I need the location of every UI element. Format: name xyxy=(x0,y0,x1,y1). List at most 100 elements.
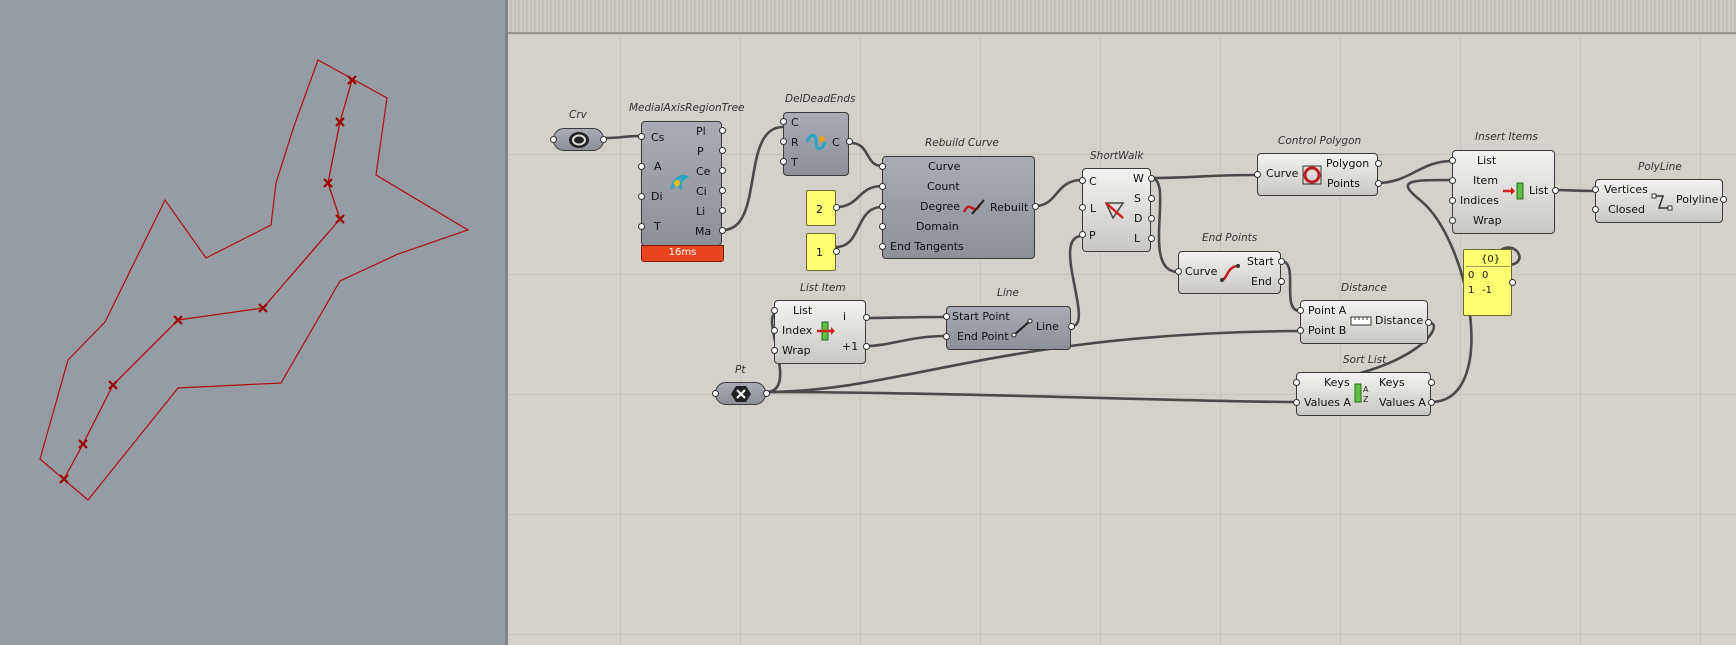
medial-output-ma: Ma xyxy=(695,225,712,238)
polyline[interactable]: Vertices Closed Polyline xyxy=(1595,179,1723,223)
panel2-grip[interactable] xyxy=(833,204,840,211)
pt-output-grip[interactable] xyxy=(763,390,770,397)
insert-grip-item[interactable] xyxy=(1449,177,1456,184)
indices-panel-grip[interactable] xyxy=(1509,279,1516,286)
medial-grip-a[interactable] xyxy=(638,163,645,170)
rebuild-grip-domain[interactable] xyxy=(879,223,886,230)
rebuild-nickname: Rebuild Curve xyxy=(925,137,999,149)
rebuild-grip-degree[interactable] xyxy=(879,203,886,210)
line-grip-end[interactable] xyxy=(943,333,950,340)
shortwalk-output-s: S xyxy=(1134,192,1141,205)
panel1-grip[interactable] xyxy=(833,248,840,255)
listitem-grip-index[interactable] xyxy=(771,327,778,334)
sortlist-grip-values-out[interactable] xyxy=(1428,399,1435,406)
crv-output-grip[interactable] xyxy=(600,136,607,143)
medial-grip-pl[interactable] xyxy=(719,127,726,134)
insert-output-list: List xyxy=(1529,184,1549,197)
end-points[interactable]: Curve Start End xyxy=(1178,251,1281,294)
distance-grip-out[interactable] xyxy=(1425,319,1432,326)
polyline-grip-out[interactable] xyxy=(1720,196,1727,203)
deldead-grip-r[interactable] xyxy=(780,138,787,145)
sortlist-grip-keys[interactable] xyxy=(1293,379,1300,386)
rebuild-grip-out[interactable] xyxy=(1032,203,1039,210)
polyline-grip-vertices[interactable] xyxy=(1592,186,1599,193)
crv-param[interactable] xyxy=(553,128,604,151)
deldead-grip-t[interactable] xyxy=(780,158,787,165)
shortwalk-grip-l-out[interactable] xyxy=(1148,235,1155,242)
panel-indices-path: {0} xyxy=(1481,254,1501,265)
medial-grip-p[interactable] xyxy=(719,147,726,154)
shortwalk-grip-l[interactable] xyxy=(1079,204,1086,211)
medial-axis-icon xyxy=(670,175,690,191)
line-nickname: Line xyxy=(997,287,1019,299)
endpts-grip-end[interactable] xyxy=(1278,278,1285,285)
sortlist-output-keys: Keys xyxy=(1379,376,1405,389)
panel-tangent-value[interactable]: 1 xyxy=(806,233,836,271)
deldead-grip-out[interactable] xyxy=(846,138,853,145)
sortlist-grip-keys-out[interactable] xyxy=(1428,379,1435,386)
endpts-grip-start[interactable] xyxy=(1278,258,1285,265)
line-grip-start[interactable] xyxy=(943,313,950,320)
line[interactable]: Start Point End Point Line xyxy=(946,306,1071,350)
insert-grip-indices[interactable] xyxy=(1449,197,1456,204)
medial-grip-di[interactable] xyxy=(638,193,645,200)
medial-grip-ci[interactable] xyxy=(719,187,726,194)
ruler-icon xyxy=(1350,316,1372,326)
listitem-grip-list[interactable] xyxy=(771,307,778,314)
insert-grip-wrap[interactable] xyxy=(1449,217,1456,224)
shortwalk-grip-w[interactable] xyxy=(1148,175,1155,182)
rhino-viewport[interactable] xyxy=(0,0,505,645)
shortwalk-grip-p[interactable] xyxy=(1079,231,1086,238)
insert-items-icon xyxy=(1503,182,1524,200)
endpts-grip-curve[interactable] xyxy=(1175,268,1182,275)
shortwalk-output-l: L xyxy=(1134,232,1141,245)
distance[interactable]: Point A Point B Distance xyxy=(1300,300,1428,344)
rebuild-grip-tangents[interactable] xyxy=(879,243,886,250)
dead-ends-icon xyxy=(805,133,827,151)
medial-grip-ma[interactable] xyxy=(719,227,726,234)
deldead-grip-c[interactable] xyxy=(780,118,787,125)
panel-degree-value[interactable]: 2 xyxy=(806,190,836,226)
del-dead-ends[interactable]: C R T C xyxy=(783,112,849,176)
control-polygon[interactable]: Curve Polygon Points xyxy=(1257,153,1378,196)
listitem-grip-wrap[interactable] xyxy=(771,347,778,354)
medial-grip-ce[interactable] xyxy=(719,167,726,174)
ctrlpoly-grip-polygon[interactable] xyxy=(1375,160,1382,167)
short-walk[interactable]: C L P W S D L xyxy=(1082,168,1151,252)
insert-grip-out[interactable] xyxy=(1552,187,1559,194)
sortlist-input-keys: Keys xyxy=(1324,376,1350,389)
polyline-grip-closed[interactable] xyxy=(1592,206,1599,213)
listitem-output-i: i xyxy=(843,310,847,323)
pt-input-grip[interactable] xyxy=(712,390,719,397)
polyline-output-polyline: Polyline xyxy=(1676,193,1719,206)
rebuild-grip-curve[interactable] xyxy=(879,163,886,170)
distance-grip-b[interactable] xyxy=(1297,327,1304,334)
insert-items[interactable]: List Item Indices Wrap List xyxy=(1452,150,1555,234)
medial-grip-t[interactable] xyxy=(638,223,645,230)
medial-axis-region-tree[interactable]: Cs A Di T Pl P Ce Ci Li Ma xyxy=(641,121,722,246)
distance-grip-a[interactable] xyxy=(1297,307,1304,314)
sort-list[interactable]: Keys Values A Keys Values A A Z xyxy=(1296,372,1431,416)
medial-grip-li[interactable] xyxy=(719,207,726,214)
sortlist-grip-values[interactable] xyxy=(1293,399,1300,406)
viewport-divider[interactable] xyxy=(505,0,508,645)
rebuild-grip-count[interactable] xyxy=(879,183,886,190)
crv-input-grip[interactable] xyxy=(550,136,557,143)
panel-indices[interactable]: {0} 0 0 1 -1 xyxy=(1463,249,1512,316)
shortwalk-grip-c[interactable] xyxy=(1079,177,1086,184)
list-item[interactable]: List Index Wrap i +1 xyxy=(774,300,866,364)
shortwalk-grip-s[interactable] xyxy=(1148,195,1155,202)
listitem-grip-i[interactable] xyxy=(863,314,870,321)
shortwalk-grip-d[interactable] xyxy=(1148,215,1155,222)
pt-param[interactable] xyxy=(715,382,766,405)
insert-grip-list[interactable] xyxy=(1449,157,1456,164)
line-grip-out[interactable] xyxy=(1068,323,1075,330)
medial-grip-cs[interactable] xyxy=(638,133,645,140)
grasshopper-canvas[interactable] xyxy=(508,0,1736,645)
rebuild-curve[interactable]: Curve Count Degree Domain End Tangents R… xyxy=(882,156,1035,259)
rebuild-input-count: Count xyxy=(927,180,960,193)
ctrlpoly-grip-points[interactable] xyxy=(1375,180,1382,187)
rebuild-input-end-tangents: End Tangents xyxy=(890,240,964,253)
ctrlpoly-grip-curve[interactable] xyxy=(1254,171,1261,178)
listitem-grip-plus1[interactable] xyxy=(863,343,870,350)
